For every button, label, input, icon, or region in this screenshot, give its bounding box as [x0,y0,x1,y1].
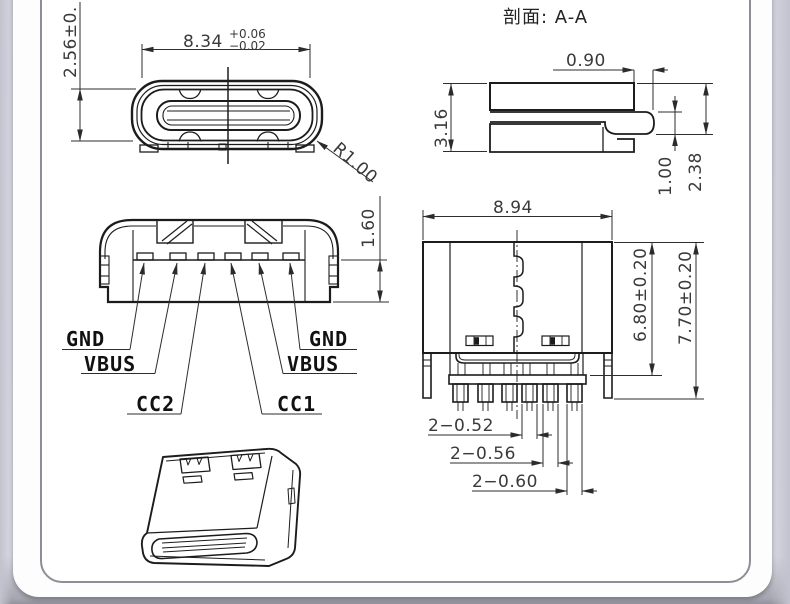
iso-latch-right [230,452,262,471]
latch-window-right [244,219,283,244]
section-outline [489,82,655,153]
section-tab-value: 1.00 [656,156,676,196]
section-tab-dimension: 1.00 [656,96,713,196]
overall-height-value: 7.70±0.20 [676,251,696,345]
top-width-dimension: 8.94 [422,198,613,240]
overall-height-dimension: 7.70±0.20 [614,242,704,400]
contact-window-left [465,335,494,347]
pin-width-dimension-3: 2−0.60 [472,404,597,495]
pin-shanks [457,363,579,375]
front-view: 8.34 +0.06 −0.02 2.56±0. R1.00 [61,2,381,188]
pin-label-cc1: CC1 [277,392,316,416]
pin-label-vbus-right: VBUS [287,352,339,376]
pin-4 [224,252,242,261]
top-width-value: 8.94 [493,198,533,218]
pin-header [448,374,587,385]
section-view: 剖面: A-A 0.90 3.16 [432,7,713,196]
pin-label-gnd-right: GND [309,327,348,351]
front-view-outline [130,67,324,164]
pin-5 [251,252,269,261]
latch-window-left [156,219,194,244]
section-title: 剖面: A-A [503,7,588,28]
pin-label-vbus-left: VBUS [84,352,136,376]
isometric-view [140,447,302,567]
iso-latch-left [179,456,211,474]
section-notch-dimension: 0.90 [553,51,668,110]
front-radius-callout: R1.00 [316,139,381,188]
iso-opening [151,532,258,560]
section-height-value: 3.16 [432,108,452,148]
section-height-dimension: 3.16 [432,83,487,152]
body-height-value: 6.80±0.20 [631,248,651,342]
body-height-dimension: 6.80±0.20 [590,242,704,376]
pin-width-dimension-1: 2−0.52 [428,404,552,439]
pin-offset-value: 1.60 [359,208,379,248]
pin-width-1-value: 2−0.52 [428,416,494,436]
shell-seam [513,242,524,353]
smt-pins [452,383,583,403]
top-view-outline [422,230,613,419]
pin-width-dimension-2: 2−0.56 [450,404,573,467]
front-width-tol-minus: −0.02 [229,39,266,53]
front-width-tol-plus: +0.06 [229,27,266,41]
pin-label-gnd-left: GND [66,327,105,351]
section-notch-value: 0.90 [566,51,606,71]
front-height-dimension: 2.56±0. [61,2,136,142]
front-radius-value: R1.00 [329,139,381,188]
pin-offset-dimension: 1.60 [333,196,389,303]
top-view: 8.94 6.80±0.20 7.70±0.20 2−0.52 [422,198,704,495]
contact-window-right [541,335,570,347]
pin-6 [282,252,300,261]
pin-labels: GND VBUS CC2 CC1 VBUS GND [62,262,357,416]
section-step-dimension: 2.38 [637,83,713,192]
pin-1 [136,252,154,261]
side-view-outline [98,218,340,304]
front-width-value: 8.34 [183,32,223,52]
pin-3 [197,252,215,261]
front-width-dimension: 8.34 +0.06 −0.02 [141,27,311,78]
pin-2 [169,252,187,261]
pin-label-cc2: CC2 [136,392,175,416]
drawing-panel [40,0,751,583]
side-view: 1.60 GND VBUS CC2 CC1 VBUS GND [62,196,389,416]
pin-width-2-value: 2−0.56 [450,444,516,464]
pin-width-3-value: 2−0.60 [472,472,538,492]
section-step-value: 2.38 [686,152,706,192]
pin-inner-lines [456,384,579,411]
front-height-value: 2.56±0. [61,6,81,78]
